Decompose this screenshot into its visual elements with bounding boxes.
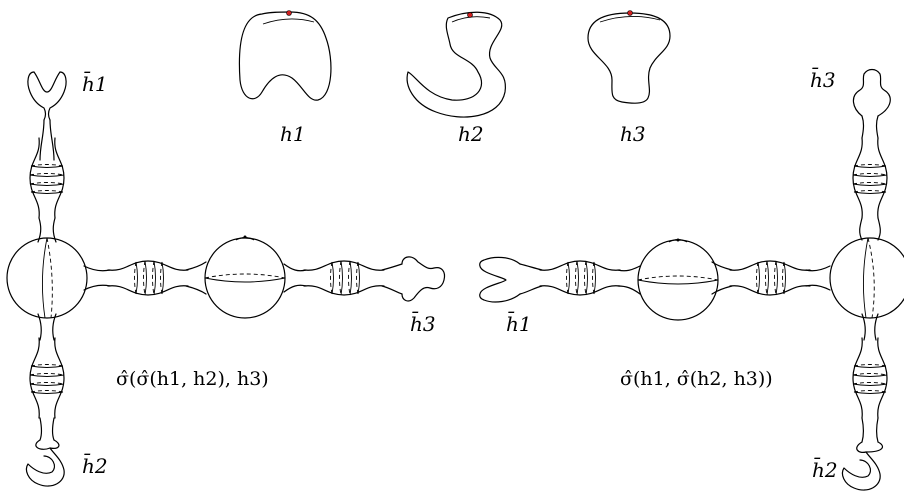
expression-right: σ̂(h1, σ̂(h2, h3)) <box>620 368 773 390</box>
shape-h3 <box>587 10 671 104</box>
label-hbar2-right: h̄2 <box>812 458 838 482</box>
label-h3: h3 <box>620 122 646 146</box>
label-h2: h2 <box>458 122 484 146</box>
shape-h1 <box>238 10 332 101</box>
label-hbar3-right: h̄3 <box>810 68 836 92</box>
expression-left: σ̂(σ̂(h1, h2), h3) <box>116 368 269 390</box>
right-composite <box>479 68 904 491</box>
label-h1: h1 <box>280 122 306 146</box>
label-hbar2-left: h̄2 <box>82 454 108 478</box>
left-composite <box>6 71 446 487</box>
label-hbar3-left: h̄3 <box>410 312 436 336</box>
shape-h2 <box>406 11 506 118</box>
label-hbar1-right: h̄1 <box>506 312 532 336</box>
label-hbar1-left: h̄1 <box>82 72 108 96</box>
